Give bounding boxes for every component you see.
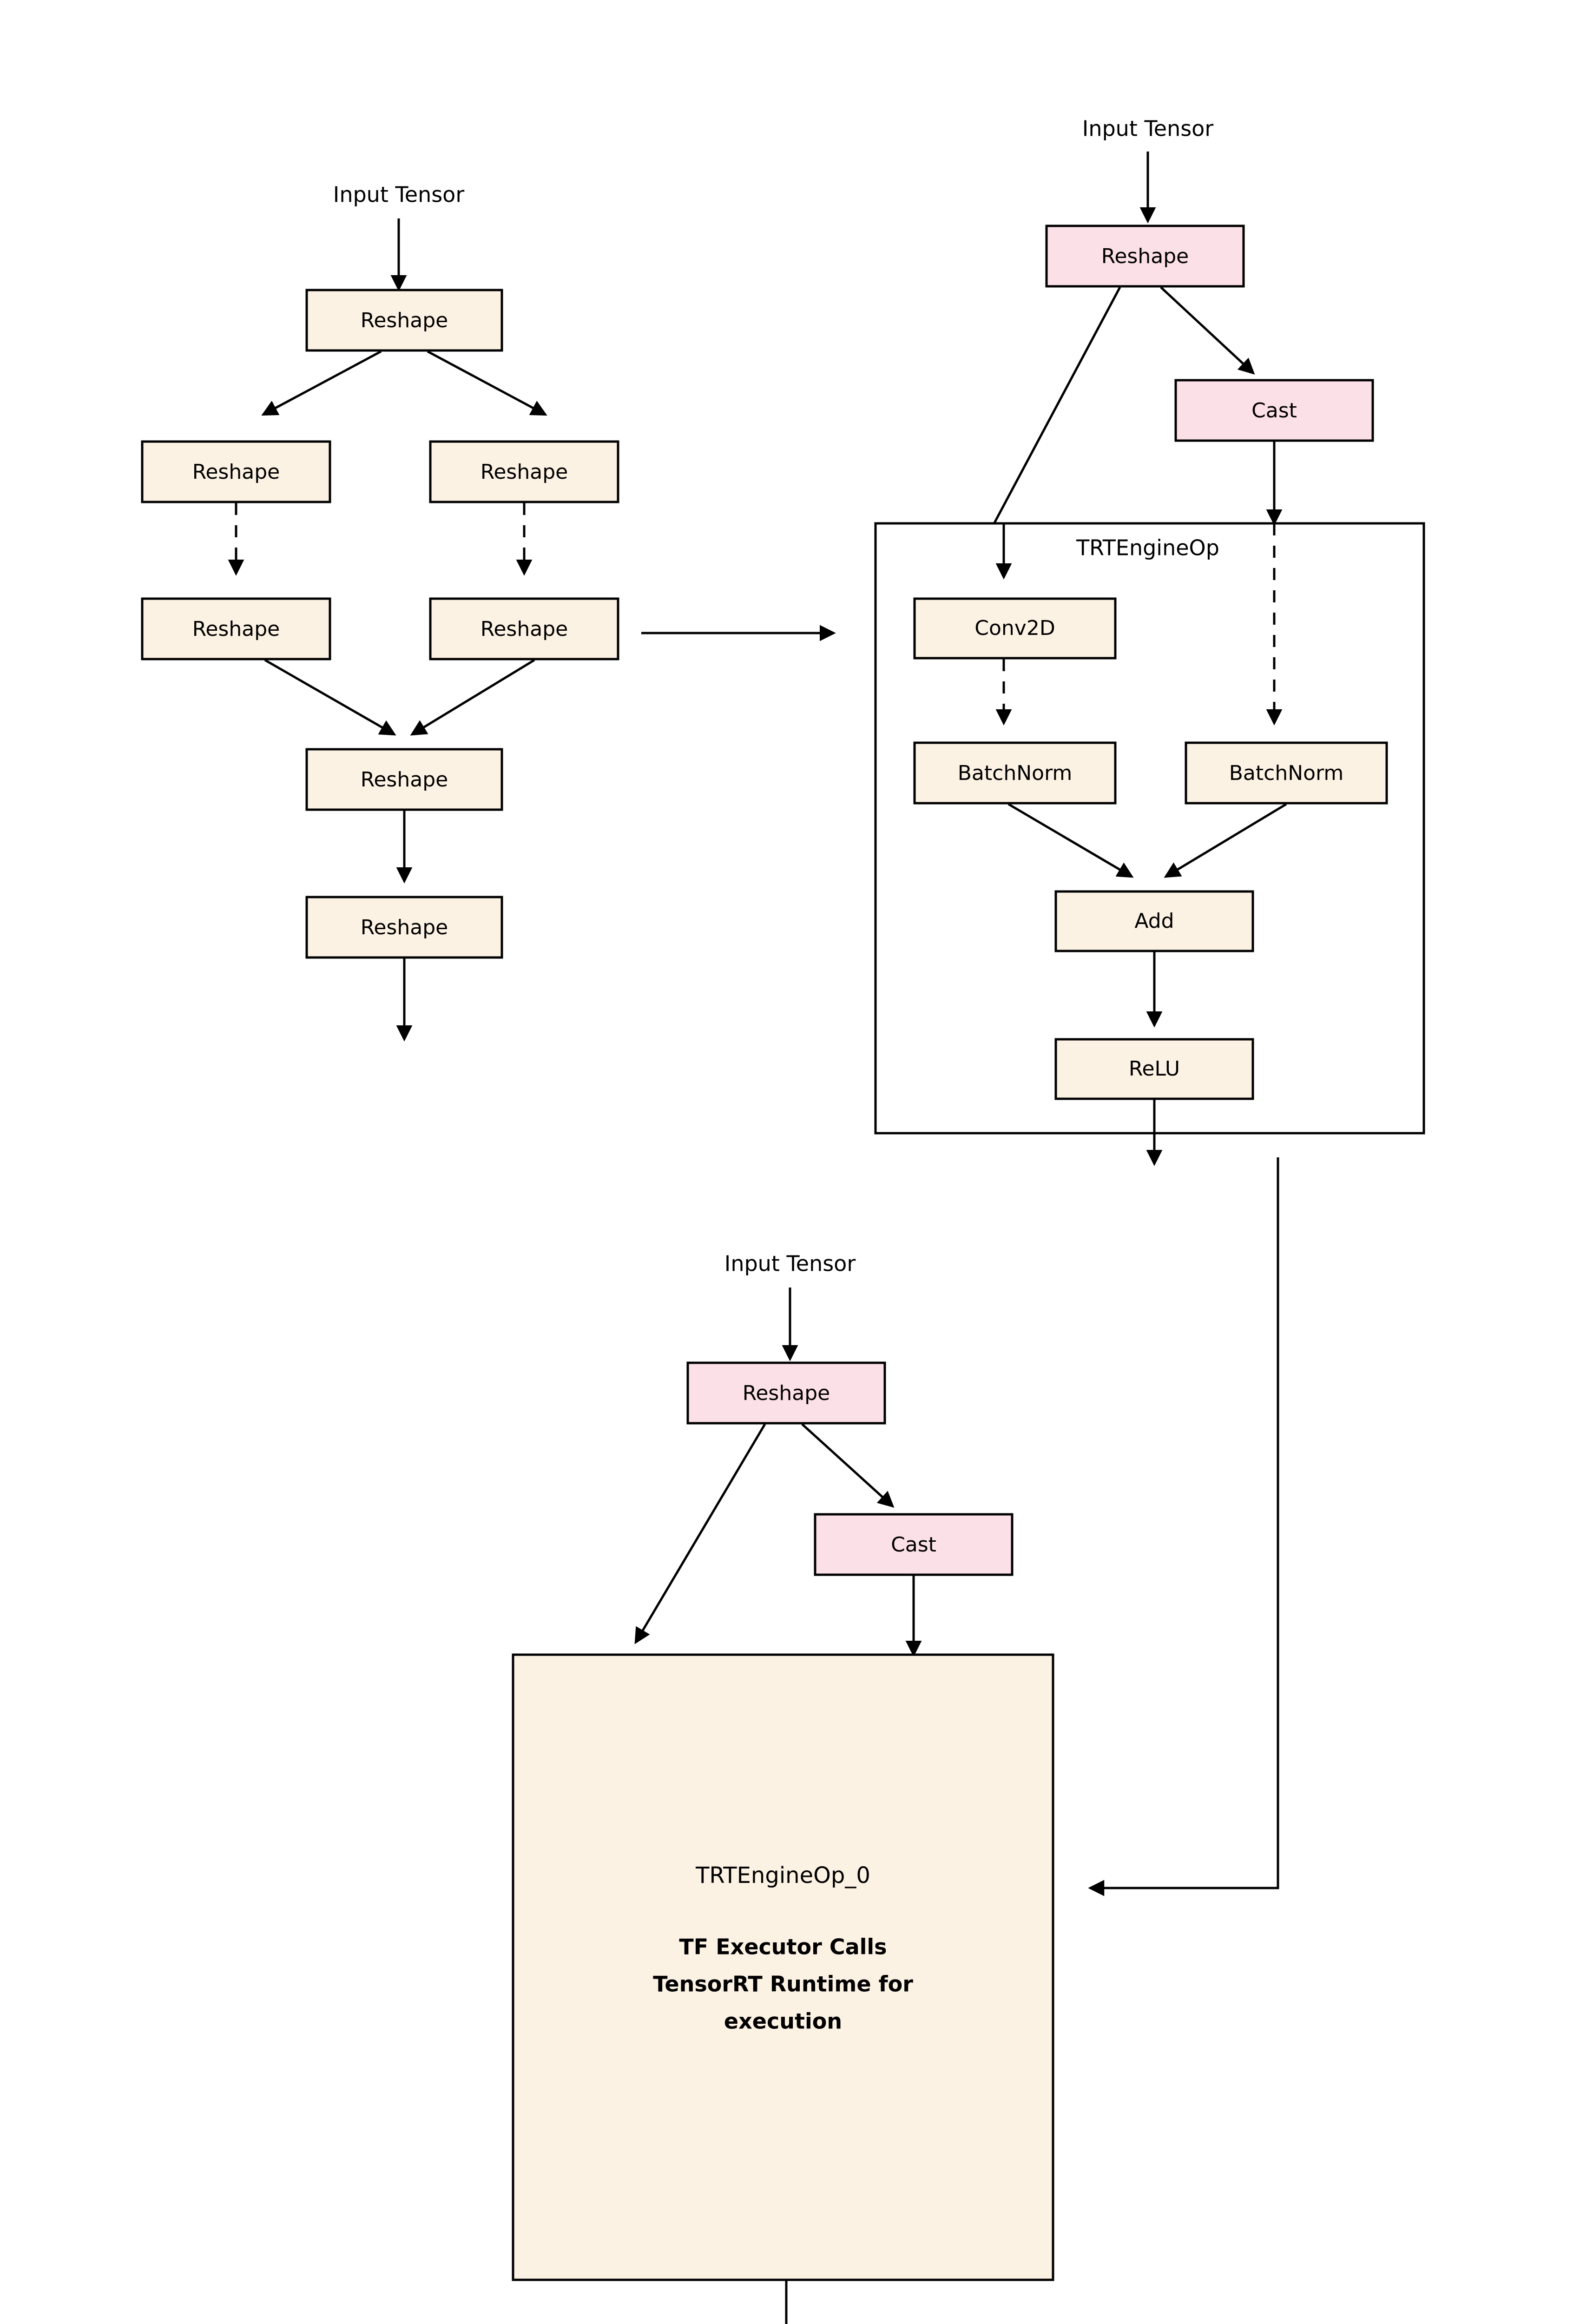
node-s2-cast[interactable]	[1174, 379, 1374, 442]
node-s1-reshape-root[interactable]	[305, 289, 503, 352]
node-s2-batchnorm1[interactable]	[913, 741, 1117, 805]
label-s2-batchnorm2: BatchNorm	[1229, 761, 1344, 785]
stage2-input-tensor-label: Input Tensor	[1082, 116, 1214, 141]
label-s2-relu: ReLU	[1129, 1057, 1180, 1081]
edge-l2-to-merge	[264, 659, 396, 736]
label-s1-reshape-l1: Reshape	[192, 460, 280, 484]
node-s2-batchnorm2[interactable]	[1185, 741, 1388, 805]
label-s1-reshape-out: Reshape	[361, 916, 448, 939]
edge-batchnorm1-to-add	[1007, 803, 1134, 878]
label-s1-reshape-r1: Reshape	[481, 460, 568, 484]
edge-r2-to-merge	[410, 659, 535, 736]
node-s1-reshape-r2[interactable]	[429, 597, 619, 660]
node-s3-cast[interactable]	[814, 1513, 1014, 1576]
label-trtengineop-0-line-3: execution	[724, 2009, 842, 2034]
label-s2-batchnorm1: BatchNorm	[958, 761, 1073, 785]
label-s1-reshape-l2: Reshape	[192, 617, 280, 641]
label-s2-cast: Cast	[1251, 399, 1297, 423]
edge-root-to-left1	[261, 350, 382, 416]
node-s2-relu[interactable]	[1054, 1038, 1254, 1100]
label-s2-conv2d: Conv2D	[974, 616, 1055, 640]
node-s1-reshape-r1[interactable]	[429, 440, 619, 503]
node-s2-add[interactable]	[1054, 890, 1254, 952]
node-s2-reshape[interactable]	[1045, 224, 1245, 288]
node-s1-reshape-l2[interactable]	[141, 597, 331, 660]
edge-batchnorm2-to-add	[1164, 803, 1287, 878]
stage1-input-tensor-label: Input Tensor	[333, 182, 465, 207]
label-s2-reshape: Reshape	[1101, 244, 1189, 268]
label-trtengineop-0-line-2: TensorRT Runtime for	[653, 1972, 913, 1997]
label-trtengineop-0-line-1: TF Executor Calls	[679, 1934, 887, 1960]
edge-stage2-to-stage3-engine	[1088, 1157, 1279, 1896]
label-s1-reshape-root: Reshape	[361, 309, 448, 332]
stage3-input-tensor-label: Input Tensor	[724, 1251, 856, 1276]
node-s2-conv2d[interactable]	[913, 597, 1117, 660]
stage-2-segmented-graph: Input Tensor Reshape Cast TRTEngineOp Co…	[874, 116, 1425, 1166]
edge-s2-reshape-to-cast	[1160, 286, 1255, 375]
label-s1-reshape-r2: Reshape	[481, 617, 568, 641]
edge-s3-reshape-to-engine	[634, 1423, 766, 1644]
node-s1-reshape-out[interactable]	[305, 896, 503, 959]
edge-s3-reshape-to-cast	[801, 1423, 895, 1508]
label-s2-add: Add	[1134, 909, 1174, 933]
stage-1-original-graph: Input Tensor Reshape Reshape Reshape Res…	[141, 182, 619, 1042]
label-trtengineop-0-title: TRTEngineOp_0	[695, 1862, 870, 1888]
box-trtengineop-0[interactable]	[512, 1653, 1054, 2281]
edge-root-to-right1	[427, 350, 547, 416]
node-s1-reshape-l1[interactable]	[141, 440, 331, 503]
node-s1-reshape-merge[interactable]	[305, 748, 503, 811]
label-s1-reshape-merge: Reshape	[361, 768, 448, 792]
label-group-trtengineop: TRTEngineOp	[1076, 535, 1219, 561]
edge-s2-reshape-to-conv2d	[982, 286, 1121, 546]
label-s3-reshape: Reshape	[743, 1381, 830, 1405]
stage-3-executed-graph: Input Tensor Reshape Cast TRTEngineOp_0 …	[512, 1251, 1054, 2324]
node-s3-reshape[interactable]	[686, 1361, 886, 1425]
label-s3-cast: Cast	[891, 1533, 936, 1557]
